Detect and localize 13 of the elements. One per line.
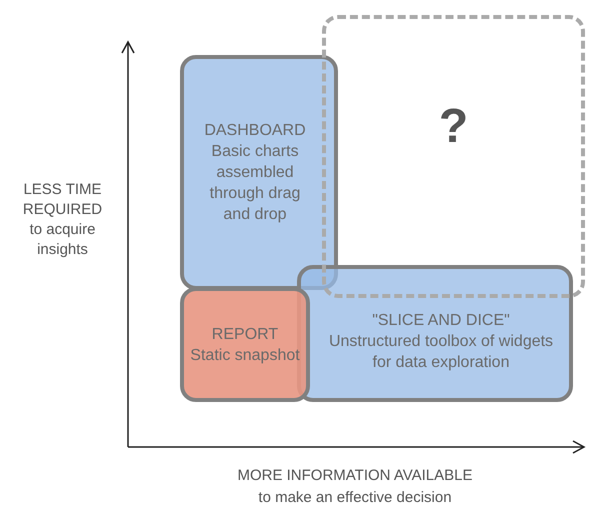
product-box <box>180 287 310 402</box>
axis-subtitle: to acquire insights <box>28 220 96 260</box>
product-box <box>180 55 338 290</box>
box-title: "SLICE AND DICE" <box>372 311 510 331</box>
question-mark: ? <box>438 98 468 154</box>
box-description: Unstructured toolbox of widgets for data exploration <box>328 332 554 373</box>
box-title: DASHBOARD <box>204 121 306 141</box>
axis-subtitle: to make an effective decision <box>257 488 453 508</box>
axis-title: MORE INFORMATION AVAILABLE <box>236 466 474 486</box>
box-description: Basic charts assembled through drag and drop <box>208 142 302 225</box>
unknown-box <box>322 15 585 298</box>
box-description: Static snapshot <box>190 346 300 366</box>
box-title: REPORT <box>212 324 278 344</box>
